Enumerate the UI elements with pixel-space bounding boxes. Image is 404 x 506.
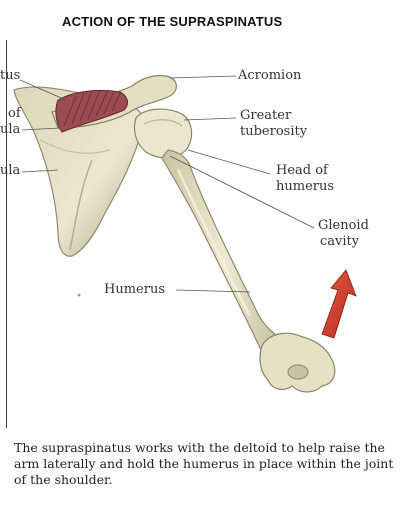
- label-greater-tuberosity: Greater tuberosity: [240, 108, 307, 140]
- label-greater-line2: tuberosity: [240, 124, 307, 140]
- caption-text: The supraspinatus works with the deltoid…: [14, 440, 400, 488]
- arrow-up-icon: [322, 270, 356, 338]
- cut-label-2: of: [8, 106, 21, 122]
- label-glenoid-line2: cavity: [318, 234, 369, 250]
- label-greater-line1: Greater: [240, 108, 307, 124]
- shoulder-illustration: [0, 0, 404, 430]
- cut-label-4: ula: [0, 163, 20, 179]
- label-head-of-humerus: Head of humerus: [276, 163, 334, 195]
- cut-label-1: tus: [0, 68, 20, 84]
- label-glenoid-line1: Glenoid: [318, 218, 369, 234]
- label-head-line1: Head of: [276, 163, 334, 179]
- humerus-distal-end: [260, 333, 335, 392]
- label-humerus: Humerus: [104, 282, 165, 298]
- label-acromion: Acromion: [238, 68, 301, 84]
- label-head-line2: humerus: [276, 179, 334, 195]
- cut-label-3: ula: [0, 122, 20, 138]
- label-glenoid-cavity: Glenoid cavity: [318, 218, 369, 250]
- humeral-head: [134, 109, 191, 158]
